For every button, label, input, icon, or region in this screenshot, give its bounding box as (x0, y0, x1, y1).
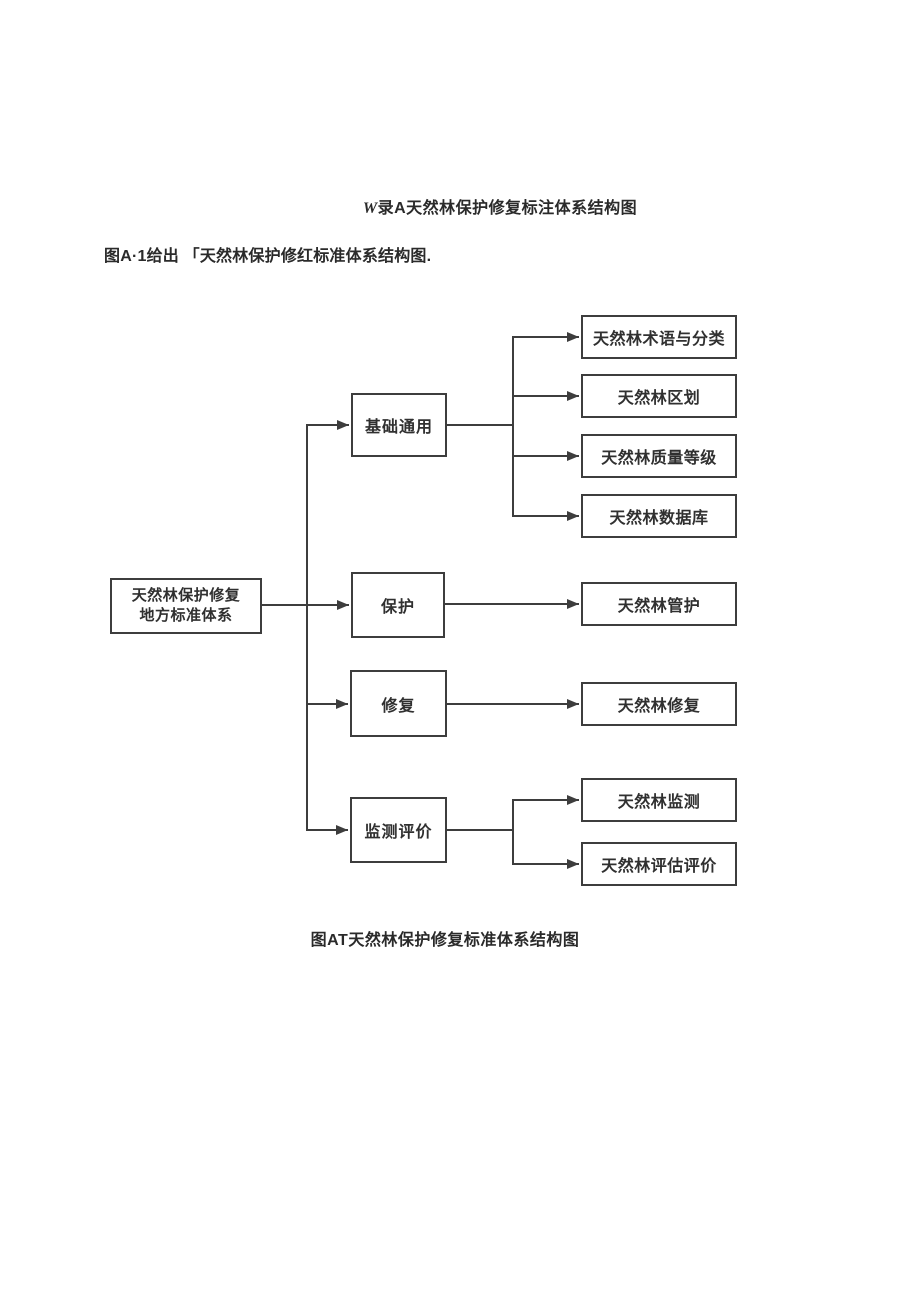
node-label: 天然林修复 (617, 698, 701, 715)
node-root-label-line2: 地方标准体系 (139, 607, 233, 624)
node-label: 天然林数据库 (609, 510, 709, 527)
node-basic-general: 基础通用 (351, 393, 447, 457)
node-label: 天然林质量等级 (601, 450, 717, 467)
basic-general-branch-connector (446, 332, 579, 521)
monitoring-branch-connector (446, 795, 579, 869)
node-label: 天然林术语与分类 (592, 331, 725, 348)
node-zoning: 天然林区划 (581, 374, 737, 418)
node-database: 天然林数据库 (581, 494, 737, 538)
node-label: 修复 (381, 697, 416, 715)
node-forest-restoration: 天然林修复 (581, 682, 737, 726)
node-root-label-line1: 天然林保护修复 (131, 587, 241, 604)
node-label: 天然林区划 (617, 390, 701, 407)
node-restoration: 修复 (350, 670, 447, 737)
node-label: 基础通用 (364, 419, 433, 436)
node-label: 监测评价 (364, 824, 433, 841)
node-management-protection: 天然林管护 (581, 582, 737, 626)
node-quality-grade: 天然林质量等级 (581, 434, 737, 478)
node-root: 天然林保护修复 地方标准体系 (110, 578, 262, 634)
node-label: 保护 (380, 599, 415, 616)
node-monitoring-evaluation: 监测评价 (350, 797, 447, 863)
root-trunk-connector (261, 420, 349, 835)
node-label: 天然林评估评价 (601, 858, 717, 875)
node-terminology-classification: 天然林术语与分类 (581, 315, 737, 359)
figure-caption: 图AT天然林保护修复标准体系结构图 (310, 932, 580, 949)
node-forest-monitoring: 天然林监测 (581, 778, 737, 822)
node-protection: 保护 (351, 572, 445, 638)
intro-text: 图A·1给出 「天然林保护修红标准体系结构图. (104, 248, 432, 265)
node-assessment-evaluation: 天然林评估评价 (581, 842, 737, 886)
node-label: 天然林监测 (617, 794, 701, 811)
appendix-title: W录A天然林保护修复标注体系结构图 (362, 200, 638, 217)
node-label: 天然林管护 (617, 598, 701, 615)
